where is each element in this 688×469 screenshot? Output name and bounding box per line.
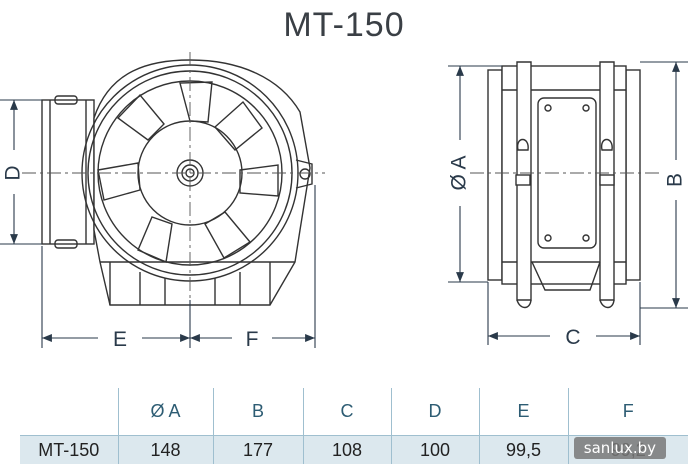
table-header-model bbox=[20, 388, 118, 436]
table-header-e: E bbox=[478, 388, 568, 436]
fan-housing bbox=[93, 59, 311, 306]
side-view bbox=[487, 61, 641, 309]
table-cell-phi-a: 148 bbox=[117, 435, 213, 464]
table-cell-e: 99,5 bbox=[478, 435, 568, 464]
watermark: sanlux.by bbox=[573, 437, 666, 459]
table-header-b: B bbox=[212, 388, 303, 436]
table-header-d: D bbox=[390, 388, 479, 436]
dimension-label-e: E bbox=[113, 328, 127, 351]
dimension-label-f: F bbox=[246, 328, 259, 351]
table-cell-b: 177 bbox=[212, 435, 303, 464]
table-cell-model: MT-150 bbox=[20, 435, 118, 464]
dimension-label-d: D bbox=[2, 165, 25, 180]
page-title: MT-150 bbox=[283, 6, 405, 44]
table-cell-c: 108 bbox=[302, 435, 391, 464]
table-header-row: Ø A B C D E F bbox=[20, 388, 688, 436]
front-view bbox=[41, 59, 313, 306]
dimension-label-b: B bbox=[664, 173, 687, 187]
dimensions-table: Ø A B C D E F MT-150 148 177 108 100 99,… bbox=[20, 388, 688, 464]
table-header-c: C bbox=[302, 388, 391, 436]
side-collar-right bbox=[625, 69, 641, 281]
table-header-f: F bbox=[567, 388, 688, 436]
table-header-phi-a: Ø A bbox=[117, 388, 213, 436]
side-collar-left bbox=[487, 69, 503, 281]
table-row: MT-150 148 177 108 100 99,5 99,2 bbox=[20, 435, 688, 464]
dimension-label-phi-a: Ø A bbox=[448, 155, 471, 190]
dimension-label-c: C bbox=[565, 326, 580, 349]
technical-drawing: D E F bbox=[0, 52, 688, 351]
table-cell-d: 100 bbox=[390, 435, 479, 464]
fan-blades bbox=[97, 81, 279, 263]
